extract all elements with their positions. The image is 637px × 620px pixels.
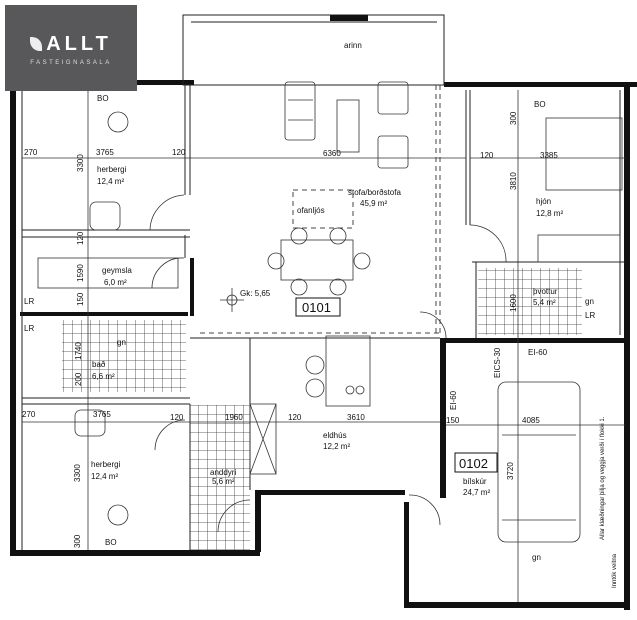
label-gn: gn [585,297,594,306]
room-area-geymsla: 6,0 m² [104,278,127,287]
dim-1960: 1960 [225,413,243,422]
dim-300: 300 [509,111,518,125]
dim-120: 120 [170,413,184,422]
room-name-anddyri: anddyri [210,468,236,477]
label-lr: LR [24,324,34,333]
label-bo: BO [105,538,117,547]
room-area-stofa: 45,9 m² [360,199,387,208]
dim-270: 270 [24,148,38,157]
room-name-bilskur: bílskúr [463,477,487,486]
room-area-anddyri: 5,6 m² [212,477,235,486]
room-name-herbergi-2: herbergi [91,460,121,469]
dim-3810: 3810 [509,172,518,190]
label-gk: Gk: 5,65 [240,289,271,298]
room-area-bilskur: 24,7 m² [463,488,490,497]
room-area-thvottur: 5,4 m² [533,298,556,307]
dim-300: 300 [73,534,82,548]
room-area-eldhus: 12,2 m² [323,442,350,451]
entry-tiles [190,405,250,550]
dim-150: 150 [76,292,85,306]
room-name-bad: bað [92,360,106,369]
label-gn: gn [532,553,541,562]
dim-6360: 6360 [323,149,341,158]
room-name-hjon: hjón [536,197,551,206]
dim-1600: 1600 [509,294,518,312]
room-name-herbergi: herbergi [97,165,127,174]
laundry-tiles [478,268,582,335]
label-lr: LR [585,311,595,320]
dim-120: 120 [76,231,85,245]
dim-4085: 4085 [522,416,540,425]
room-area-bad: 6,6 m² [92,372,115,381]
room-name-thvottur: þvottur [533,287,558,296]
dim-3720: 3720 [506,462,515,480]
label-bo: BO [97,94,109,103]
label-eics30: EICS-30 [493,347,502,378]
dim-3300: 3300 [73,464,82,482]
room-name-geymsla: geymsla [102,266,132,275]
leaf-icon [30,37,43,51]
room-name-eldhus: eldhús [323,431,347,440]
bathroom-tiles [62,320,186,392]
level-marker-icon [220,288,244,312]
light-walls [21,14,625,550]
dim-3610: 3610 [347,413,365,422]
dim-270: 270 [22,410,36,419]
label-inntok: Inntök veitna [612,553,618,588]
dim-1590: 1590 [76,264,85,282]
dim-1740: 1740 [74,342,83,360]
dim-120: 120 [480,151,494,160]
dim-120: 120 [172,148,186,157]
dim-3765: 3765 [96,148,114,157]
dim-200: 200 [74,372,83,386]
label-ei60-vertical: EI-60 [449,390,458,410]
dim-3765: 3765 [93,410,111,419]
walls [10,80,637,610]
label-ei60: EI-60 [528,348,548,357]
furniture [37,81,623,543]
label-ofanljos: ofanljós [297,206,325,215]
dim-3300: 3300 [76,154,85,172]
unit-number-main: 0101 [302,300,331,315]
room-area-herbergi-2: 12,4 m² [91,472,118,481]
dim-120: 120 [288,413,302,422]
room-area-herbergi: 12,4 m² [97,177,124,186]
label-bo: BO [534,100,546,109]
label-lr: LR [24,297,34,306]
label-garage-note: Allar klæðningar þilja og veggja verði í… [599,416,606,540]
label-gn: gn [117,338,126,347]
dim-3385: 3385 [540,151,558,160]
label-arinn: arinn [344,41,362,50]
room-name-stofa: stofa/borðstofa [348,188,401,197]
logo-subtitle: FASTEIGNASALA [30,60,112,66]
dim-150: 150 [446,416,460,425]
logo-text: ALLT [46,33,112,55]
room-area-hjon: 12,8 m² [536,209,563,218]
company-logo: ALLT FASTEIGNASALA [5,5,137,91]
unit-number-garage: 0102 [459,456,488,471]
logo-name: ALLT [5,33,137,56]
